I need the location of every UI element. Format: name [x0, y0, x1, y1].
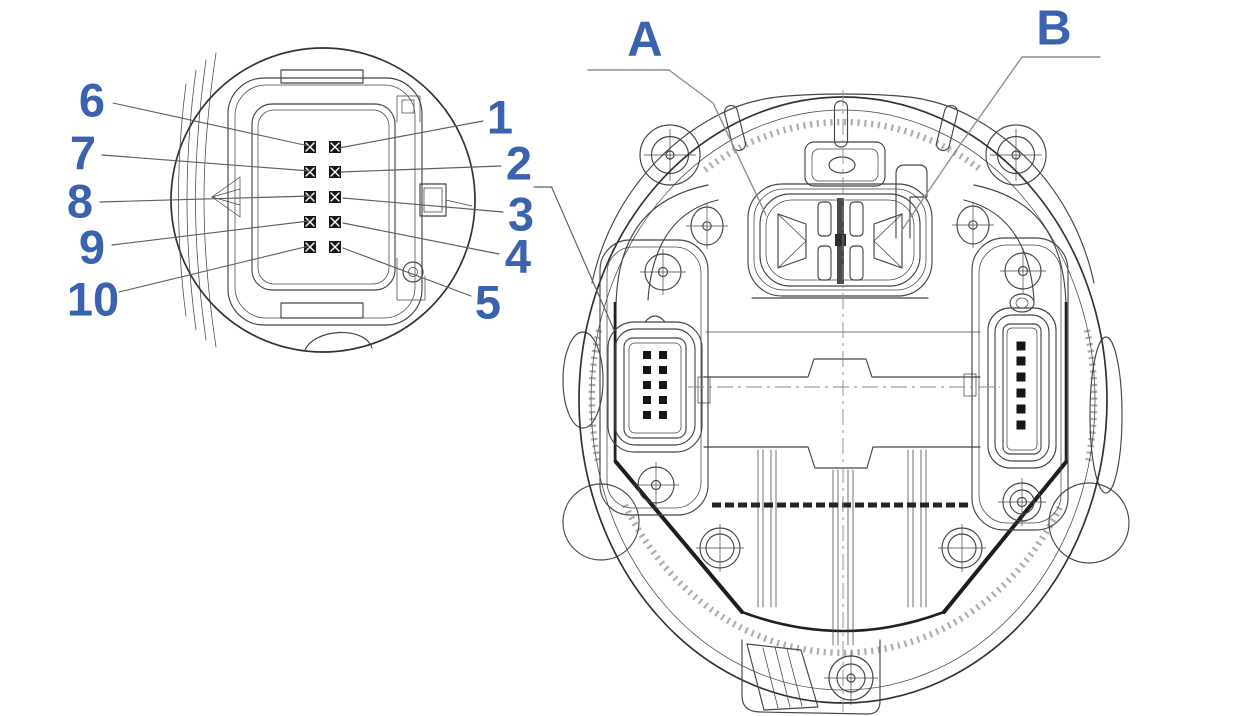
- mount-ear-bolt-left: [639, 124, 701, 186]
- bolt-right-pod-top: [999, 247, 1047, 295]
- pin-label-3: 3: [507, 187, 535, 241]
- pin-label-8: 8: [66, 174, 94, 228]
- bolt-right-pod-bottom: [997, 477, 1047, 527]
- pin-label-4: 4: [504, 229, 532, 283]
- pin-label-9: 9: [78, 220, 106, 274]
- pin-label-5: 5: [474, 275, 502, 329]
- bolt-bottom-tab: [823, 650, 879, 706]
- detail-view: [99, 47, 504, 353]
- pin-label-6: 6: [78, 73, 106, 127]
- pin-label-1: 1: [486, 90, 514, 144]
- connector-a-hook: [895, 164, 928, 239]
- bolt-left-pod-top: [639, 248, 687, 296]
- main-view: [562, 56, 1130, 715]
- pin-label-2: 2: [505, 136, 533, 190]
- connector-a-latch: [804, 141, 886, 187]
- label-b-leader: [901, 56, 1023, 231]
- detail-connector-housing: [227, 69, 473, 351]
- detail-pins: [303, 140, 342, 254]
- cpa-wedge: [211, 176, 241, 218]
- connector-label-a: A: [627, 12, 663, 67]
- mount-ear-bolt-right: [985, 124, 1047, 186]
- bolt-left-pod-bottom: [632, 461, 680, 509]
- connector-b-pod: [963, 237, 1069, 531]
- ribs: [757, 449, 927, 646]
- pin-leaders: [99, 102, 504, 297]
- pin-label-10: 10: [66, 272, 120, 326]
- detail-callout-line: [533, 186, 615, 331]
- label-a-leader: [668, 69, 767, 216]
- connector-a: [747, 141, 933, 297]
- bottom-tab: [741, 639, 881, 715]
- hole-right: [937, 523, 987, 573]
- flange-slot-right: [934, 103, 960, 153]
- pin-label-7: 7: [69, 126, 97, 180]
- connector-label-b: B: [1036, 1, 1072, 56]
